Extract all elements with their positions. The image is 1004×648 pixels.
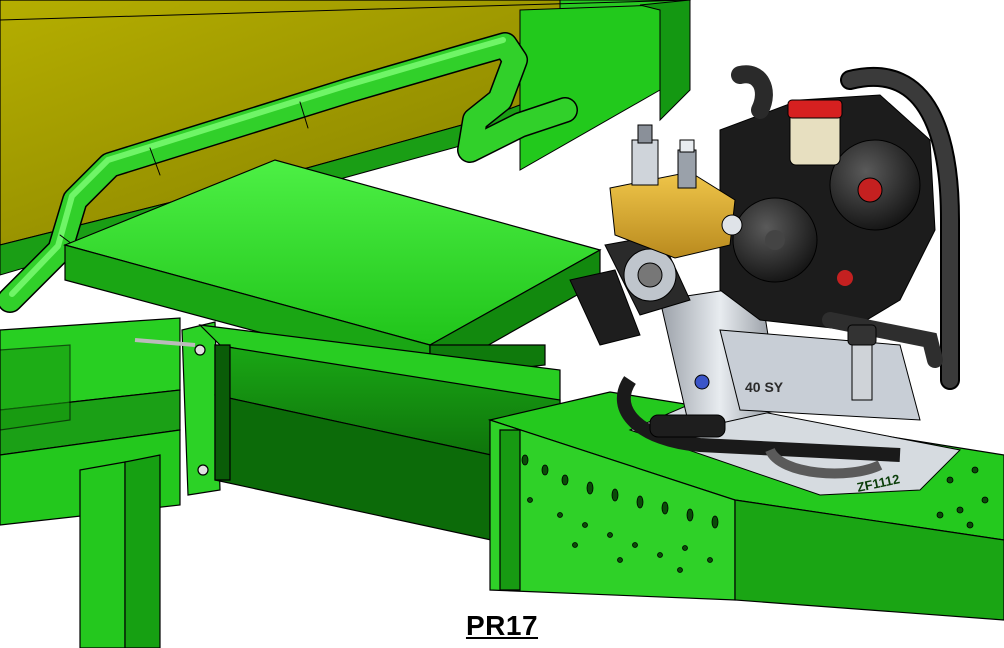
bracket-holes (521, 454, 989, 573)
frame-left (0, 317, 181, 648)
pressure-regulator-icon (609, 124, 743, 259)
pump-label: 40 SY (745, 379, 784, 395)
pipe (0, 32, 578, 313)
shelf-plate (63, 159, 602, 380)
diaphragm-pump-icon: 40 SY (569, 65, 962, 496)
pump-bracket-plate (487, 391, 1004, 621)
figure-caption: PR17 (465, 610, 539, 641)
